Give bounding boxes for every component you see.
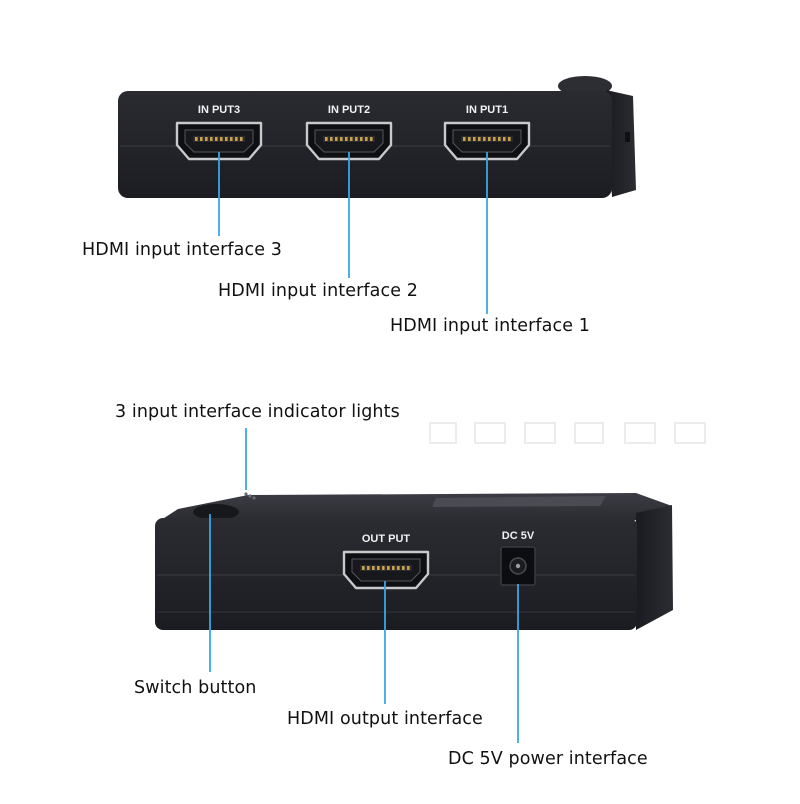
bottom-device-side bbox=[636, 505, 673, 630]
watermark bbox=[429, 422, 706, 444]
hdmi-input-port-1 bbox=[443, 121, 531, 161]
input-port-label-1: IN PUT1 bbox=[466, 104, 508, 116]
callout-dc-power: DC 5V power interface bbox=[448, 749, 648, 769]
hdmi-input-port-3 bbox=[175, 121, 263, 161]
bottom-device-logo-stripe bbox=[432, 496, 606, 507]
input-port-label-2: IN PUT2 bbox=[328, 104, 370, 116]
leader-lines bbox=[209, 152, 519, 743]
callout-hdmi-input-2: HDMI input interface 2 bbox=[218, 281, 418, 301]
hdmi-output-port bbox=[342, 550, 430, 590]
indicator-light-3 bbox=[252, 496, 256, 500]
callout-switch-button: Switch button bbox=[134, 678, 257, 698]
callout-hdmi-input-1: HDMI input interface 1 bbox=[390, 316, 590, 336]
dc-power-jack bbox=[500, 546, 536, 586]
top-device-side-notch bbox=[625, 132, 630, 142]
top-device-side bbox=[606, 90, 636, 197]
output-port-label: OUT PUT bbox=[362, 533, 411, 545]
indicator-light-2 bbox=[248, 494, 252, 498]
callout-hdmi-output: HDMI output interface bbox=[287, 709, 483, 729]
hdmi-input-port-2 bbox=[305, 121, 393, 161]
top-ports: IN PUT3 IN PUT2 IN PUT1 bbox=[175, 104, 531, 161]
input-port-label-3: IN PUT3 bbox=[198, 104, 240, 116]
indicator-light-1 bbox=[244, 492, 248, 496]
bottom-ports: OUT PUT DC 5V bbox=[342, 530, 536, 590]
callout-indicator-lights: 3 input interface indicator lights bbox=[115, 402, 400, 422]
power-port-label: DC 5V bbox=[502, 530, 535, 542]
callout-hdmi-input-3: HDMI input interface 3 bbox=[82, 240, 282, 260]
switch-button bbox=[193, 504, 239, 520]
